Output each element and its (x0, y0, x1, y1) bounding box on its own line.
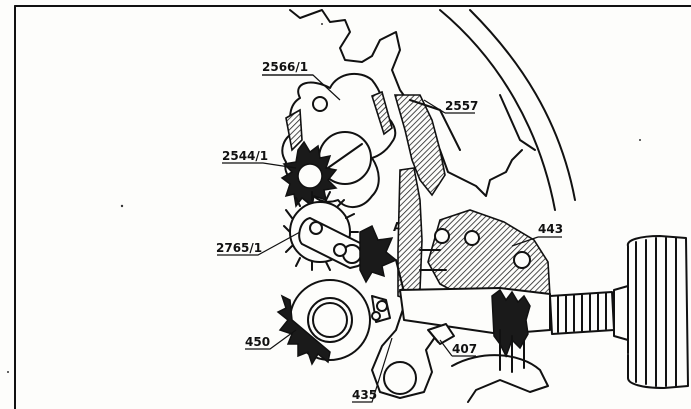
setting-lever (371, 167, 521, 399)
label-2765-1: 2765/1 (216, 241, 262, 255)
wheel-450 (276, 279, 371, 366)
label-2544-1: 2544/1 (222, 149, 268, 163)
label-2557: 2557 (445, 99, 478, 113)
upper-wheel-2557 (289, 9, 523, 197)
lower-plate-arc (451, 354, 549, 403)
part-labels: 2566/1 2557 2544/1 2765/1 443 450 407 43… (216, 60, 563, 402)
winding-crown (549, 235, 689, 389)
frame-border (14, 5, 691, 409)
main-plate-ring (439, 9, 576, 211)
label-2566-1: 2566/1 (262, 60, 308, 74)
label-443: 443 (538, 222, 563, 236)
winding-stem (399, 287, 551, 373)
gear-2765-1 (283, 191, 398, 284)
label-407: 407 (452, 342, 477, 356)
gear-2544-1 (280, 140, 338, 208)
pin-407 (427, 323, 455, 345)
label-450: 450 (245, 335, 270, 349)
label-435: 435 (352, 388, 377, 402)
speckle-dots (7, 23, 641, 373)
